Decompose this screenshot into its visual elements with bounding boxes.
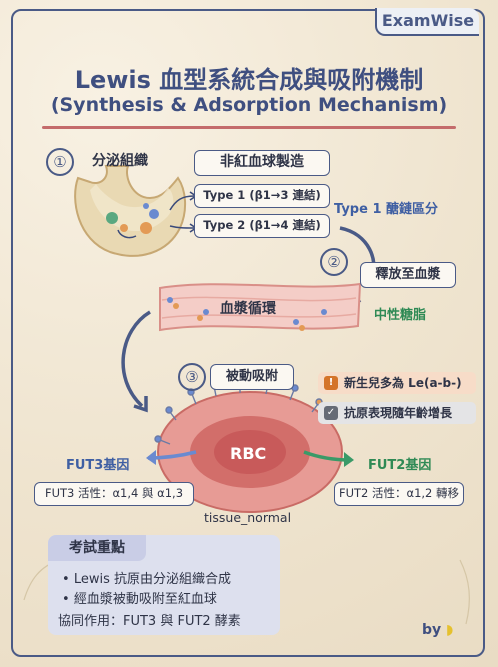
secretory-gland	[74, 165, 186, 257]
step-3-number: ③	[178, 363, 206, 391]
fut2-activity-pill: FUT2 活性：α1,2 轉移	[334, 482, 464, 506]
warning-icon: !	[324, 376, 338, 390]
type1-pill: Type 1 (β1→3 連結)	[194, 184, 330, 208]
type1-chain-label: Type 1 醣鏈區分	[334, 202, 439, 217]
antigen-age-badge: ✓ 抗原表現隨年齡增長	[318, 402, 476, 424]
step-2-label: 釋放至血漿	[360, 262, 456, 288]
rbc-cell	[154, 376, 343, 513]
page-subtitle: (Synthesis & Adsorption Mechanism)	[50, 94, 448, 116]
step-3-label: 被動吸附	[210, 364, 294, 390]
title-underline	[42, 126, 456, 129]
step-1-number: ①	[46, 148, 74, 176]
key-point-2-text: 經血漿被動吸附至紅血球	[73, 592, 217, 607]
tissue-label: tissue_normal	[204, 510, 292, 525]
non-rbc-label: 非紅血球製造	[194, 150, 330, 176]
plasma-vessel	[159, 282, 362, 332]
fut3-activity-pill: FUT3 活性：α1,4 與 α1,3	[34, 482, 194, 506]
key-points-title: 考試重點	[48, 535, 146, 561]
check-icon: ✓	[324, 406, 338, 420]
newborn-text: 新生兒多為 Le(a-b-)	[344, 376, 462, 390]
byline: by ◗	[422, 622, 453, 638]
antigen-age-text: 抗原表現隨年齡增長	[344, 406, 453, 420]
newborn-badge: ! 新生兒多為 Le(a-b-)	[318, 372, 476, 394]
page-frame	[11, 9, 485, 657]
key-point-2: • 經血漿被動吸附至紅血球	[62, 592, 217, 607]
type2-pill: Type 2 (β1→4 連結)	[194, 214, 330, 238]
neutral-lipid-label: 中性糖脂	[374, 308, 427, 323]
plasma-label: 血漿循環	[220, 301, 276, 317]
key-point-1-text: Lewis 抗原由分泌組織合成	[73, 572, 231, 587]
brand-badge: ExamWise	[375, 8, 479, 36]
step-2-number: ②	[320, 248, 348, 276]
fut3-gene-label: FUT3基因	[66, 458, 130, 473]
key-point-1: • Lewis 抗原由分泌組織合成	[62, 572, 231, 587]
banana-icon: ◗	[446, 622, 454, 638]
synergy-line: 協同作用：FUT3 與 FUT2 酵素	[58, 614, 241, 629]
rbc-label: RBC	[230, 444, 267, 463]
byline-text: by	[422, 622, 442, 638]
fut2-gene-label: FUT2基因	[368, 458, 432, 473]
page-title: Lewis 血型系統合成與吸附機制	[74, 66, 424, 94]
step-1-label: 分泌組織	[92, 153, 148, 169]
